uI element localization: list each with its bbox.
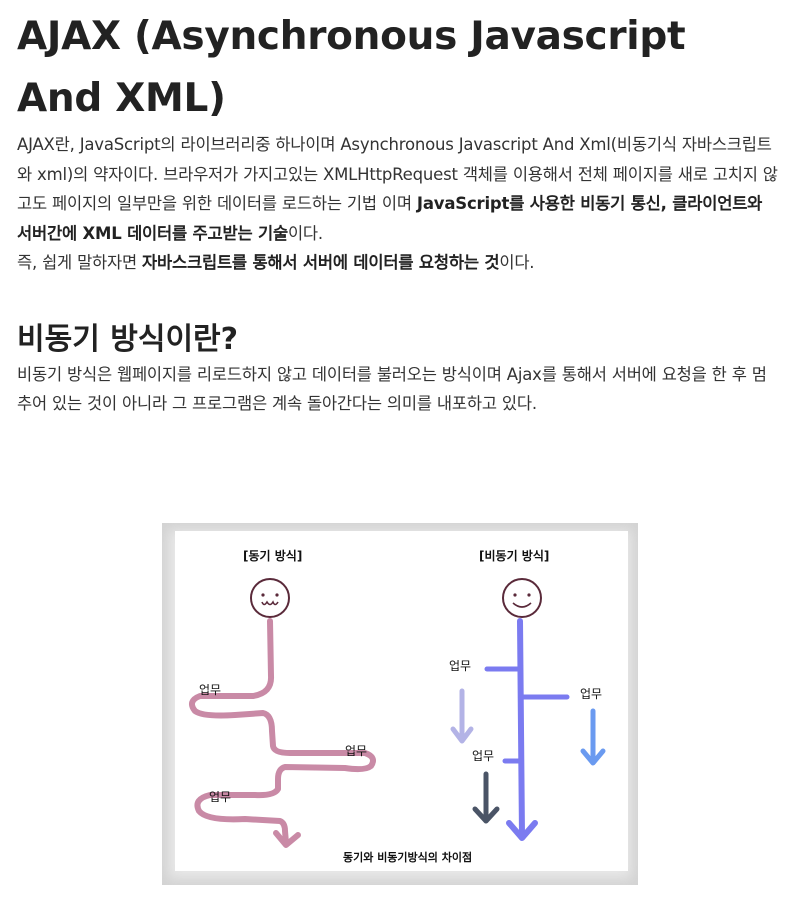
task-arrow-dark: [472, 771, 500, 824]
summary-paragraph: 즉, 쉽게 말하자면 자바스크립트를 통해서 서버에 데이터를 요청하는 것이다…: [17, 248, 779, 278]
async-main-line: [517, 618, 525, 839]
async-task-label-1: 업무: [449, 659, 472, 673]
section-heading: 비동기 방식이란?: [17, 321, 239, 357]
figure-frame: [동기 방식] [비동기 방식] 업무 업무 업무 업무 업무 업무 동기와 비…: [162, 523, 638, 885]
sync-flow-line: [188, 618, 376, 846]
summary-text-end: 이다.: [499, 253, 535, 272]
sync-task-label-3: 업무: [209, 790, 232, 804]
intro-text-end: 이다.: [287, 223, 323, 243]
section-paragraph: 비동기 방식은 웹페이지를 리로드하지 않고 데이터를 불러오는 방식이며 Aj…: [17, 364, 767, 414]
sync-arrow-head: [273, 830, 301, 848]
sync-task-label-2: 업무: [345, 744, 368, 758]
intro-text: AJAX란, JavaScript의 라이브러리중 하나이며 Asynchron…: [17, 135, 778, 213]
summary-text: 즉, 쉽게 말하자면: [17, 253, 143, 272]
article: AJAX (Asynchronous Javascript And XML) A…: [17, 0, 779, 419]
task-arrow-blue: [580, 708, 606, 766]
sync-task-label-1: 업무: [199, 683, 222, 697]
sync-face-icon: [250, 578, 290, 618]
diagram-drawing: [188, 578, 606, 848]
page-title: AJAX (Asynchronous Javascript And XML): [17, 14, 686, 121]
intro-paragraph: AJAX란, JavaScript의 라이브러리중 하나이며 Asynchron…: [17, 130, 779, 248]
async-task-label-3: 업무: [472, 749, 495, 763]
async-face-icon: [502, 578, 542, 618]
sync-async-diagram: [동기 방식] [비동기 방식] 업무 업무 업무 업무 업무 업무 동기와 비…: [175, 531, 628, 871]
sync-label: [동기 방식]: [243, 549, 303, 563]
intro-highlight: JavaScript를 사용한 비동기 통신, 클라이언트와 서버간에 XML …: [17, 194, 763, 243]
task-arrow-light: [450, 688, 474, 744]
async-task-label-2: 업무: [580, 687, 603, 701]
figure-caption: 동기와 비동기방식의 차이점: [343, 851, 473, 864]
summary-highlight: 자바스크립트를 통해서 서버에 데이터를 요청하는 것: [142, 253, 500, 272]
async-main-arrow-head: [506, 820, 538, 841]
async-label: [비동기 방식]: [479, 549, 550, 563]
